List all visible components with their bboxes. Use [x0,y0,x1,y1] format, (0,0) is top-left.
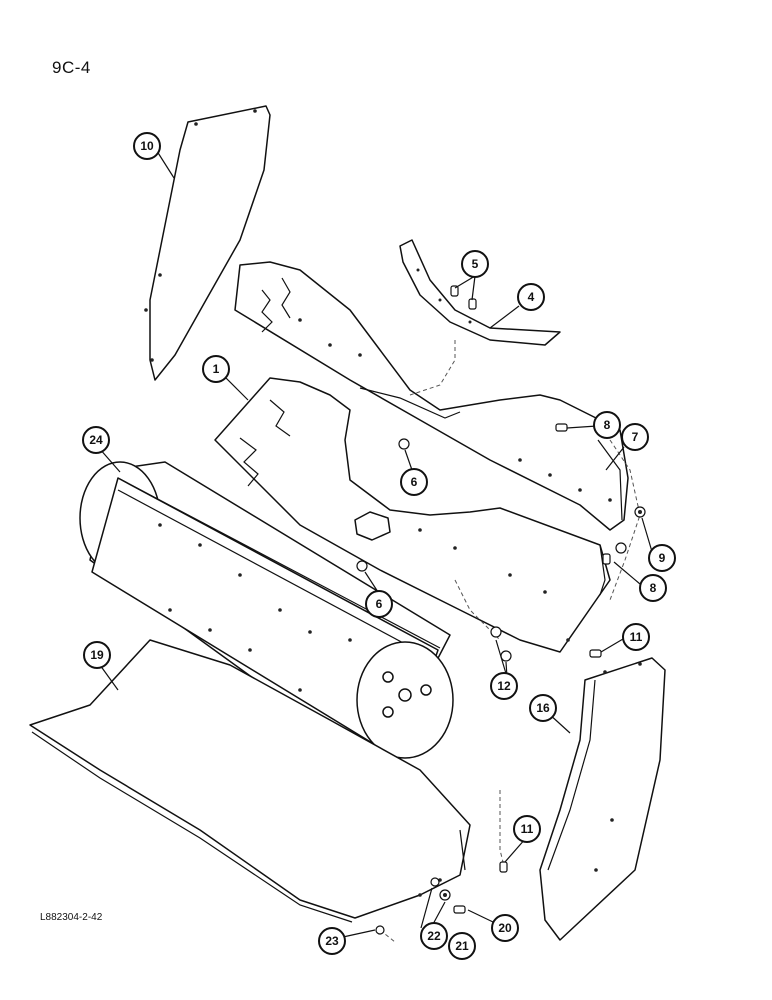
svg-text:21: 21 [455,939,469,953]
leader-lines [98,147,654,938]
svg-text:6: 6 [376,597,383,611]
svg-text:11: 11 [630,630,643,644]
callout-21: 21 [448,932,476,960]
callout-16: 16 [529,694,557,722]
svg-text:19: 19 [90,648,104,662]
svg-text:22: 22 [427,929,441,943]
nut-9-upper [634,506,646,518]
bolt-20 [453,905,466,914]
callout-8-upper: 8 [593,411,621,439]
svg-text:4: 4 [528,290,535,304]
callout-11-upper: 11 [622,623,650,651]
nut-23 [375,925,385,935]
callout-20: 20 [491,914,519,942]
svg-text:23: 23 [325,934,339,948]
svg-text:11: 11 [521,822,534,836]
drawing-code: L882304-2-42 [40,912,103,923]
callout-9: 9 [648,544,676,572]
callout-1: 1 [202,355,230,383]
part-1-middle-panel [214,377,611,653]
bolt-11-lower [499,861,508,873]
callout-22: 22 [420,922,448,950]
svg-text:7: 7 [632,430,639,444]
part-7-upper-panel [234,261,629,531]
part-19-bottom-pan [29,639,471,923]
callout-19: 19 [83,641,111,669]
svg-text:5: 5 [472,257,479,271]
callout-24: 24 [82,426,110,454]
callout-11-lower: 11 [513,815,541,843]
svg-text:10: 10 [140,139,154,153]
nut-6-upper [398,438,410,450]
page-number: 9C-4 [52,58,91,77]
bolt-5a [450,285,459,297]
callout-8-lower: 8 [639,574,667,602]
callout-6-upper: 6 [400,468,428,496]
svg-text:6: 6 [411,475,418,489]
bolt-8-upper [555,423,568,432]
bolt-8-lower [602,553,611,565]
nut-12a [490,626,502,638]
callout-6-lower: 6 [365,590,393,618]
svg-text:20: 20 [498,921,512,935]
nut-9-lower [615,542,627,554]
part-10-side-shield [144,105,271,381]
bolt-5b [468,298,477,310]
nut-22 [430,877,440,887]
hardware [356,285,646,935]
nut-12b [500,650,512,662]
svg-text:16: 16 [536,701,550,715]
svg-text:8: 8 [650,581,657,595]
svg-text:9: 9 [659,551,666,565]
svg-text:12: 12 [497,679,511,693]
part-16-end-shield [539,657,666,941]
part-24-drum [79,461,454,771]
part-4-curved-strip [399,239,561,346]
callout-4: 4 [517,283,545,311]
svg-text:1: 1 [213,362,220,376]
nut-6-lower [356,560,368,572]
svg-text:8: 8 [604,418,611,432]
bolt-11-upper [589,649,602,658]
callout-23: 23 [318,927,346,955]
callout-10: 10 [133,132,161,160]
callout-12: 12 [490,672,518,700]
svg-text:24: 24 [89,433,103,447]
washer-21 [439,889,451,901]
callout-7: 7 [621,423,649,451]
callout-5: 5 [461,250,489,278]
